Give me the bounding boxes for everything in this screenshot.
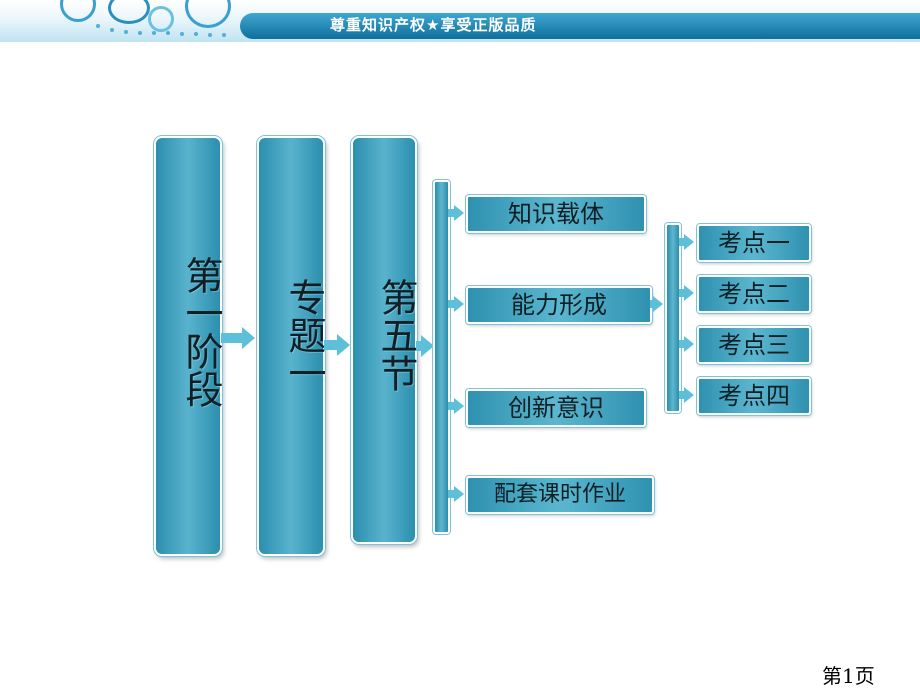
swirl-decoration-icon [108,0,150,24]
arrow-right-icon [454,398,464,414]
subitem-point-4-label: 考点四 [718,382,790,410]
dot-decoration-icon [166,31,170,35]
arrow-right-icon [454,486,464,502]
arrow-right-icon [684,285,694,301]
arrow-right-icon [684,387,694,403]
section-innovation[interactable]: 创新意识 [466,389,646,427]
arrow-right-icon [653,296,663,312]
section-homework-label: 配套课时作业 [493,482,626,507]
section-homework[interactable]: 配套课时作业 [466,476,654,514]
section-connector-bar [433,180,450,534]
column-section[interactable]: 第五节 [351,136,418,544]
swirl-decoration-icon [148,6,174,32]
section-knowledge-label: 知识载体 [508,200,604,228]
column-stage-label: 第一阶段 [179,256,223,408]
swirl-decoration-icon [185,0,231,28]
connector-tick [650,300,654,308]
column-topic-label: 专题一 [282,278,326,392]
subitem-point-3[interactable]: 考点三 [697,326,811,364]
subitem-point-1[interactable]: 考点一 [697,224,811,262]
column-section-label: 第五节 [374,278,418,392]
column-stage[interactable]: 第一阶段 [154,136,223,556]
dot-decoration-icon [110,28,114,32]
arrow-right-icon [684,234,694,250]
dot-decoration-icon [194,32,198,36]
section-ability[interactable]: 能力形成 [466,286,652,324]
connector-tick [448,300,454,308]
dot-decoration-icon [152,31,156,35]
dot-decoration-icon [96,24,100,28]
connector-tick [679,289,684,297]
column-topic[interactable]: 专题一 [257,136,326,556]
arrow-right-icon [454,205,464,221]
banner-slogan: 尊重知识产权★享受正版品质 [330,16,537,34]
dot-decoration-icon [124,30,128,34]
connector-tick [679,340,684,348]
connector-tick [448,402,454,410]
subitem-point-3-label: 考点三 [718,331,790,359]
arrow-right-icon [684,336,694,352]
connector-tick [679,391,684,399]
swirl-decoration-icon [60,0,96,22]
subitem-point-1-label: 考点一 [718,229,790,257]
section-ability-label: 能力形成 [511,291,607,319]
section-innovation-label: 创新意识 [508,394,604,422]
connector-tick [448,209,454,217]
subitem-point-2[interactable]: 考点二 [697,275,811,313]
section-knowledge[interactable]: 知识载体 [466,195,646,233]
subitem-connector-bar [665,223,681,413]
subitem-point-4[interactable]: 考点四 [697,377,811,415]
connector-tick [448,490,454,498]
banner-strip [240,13,920,39]
page-number: 第1页 [822,664,875,688]
subitem-point-2-label: 考点二 [718,280,790,308]
top-banner: 尊重知识产权★享受正版品质 [0,0,920,42]
dot-decoration-icon [208,33,212,37]
connector-tick [679,238,684,246]
dot-decoration-icon [138,31,142,35]
arrow-right-icon [454,296,464,312]
dot-decoration-icon [180,32,184,36]
dot-decoration-icon [222,33,226,37]
